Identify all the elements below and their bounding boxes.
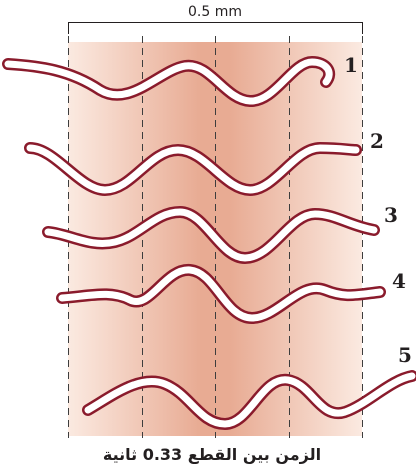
frame-number-1: 1	[344, 53, 358, 77]
frame-number-3: 3	[384, 203, 398, 227]
scale-label: 0.5 mm	[188, 4, 242, 20]
scale-bracket	[69, 23, 363, 35]
frame-number-4: 4	[392, 269, 406, 293]
caption: الزمن بين القطع 0.33 ثانية	[103, 445, 321, 464]
frame-number-2: 2	[370, 129, 384, 153]
frame-number-5: 5	[398, 343, 412, 367]
